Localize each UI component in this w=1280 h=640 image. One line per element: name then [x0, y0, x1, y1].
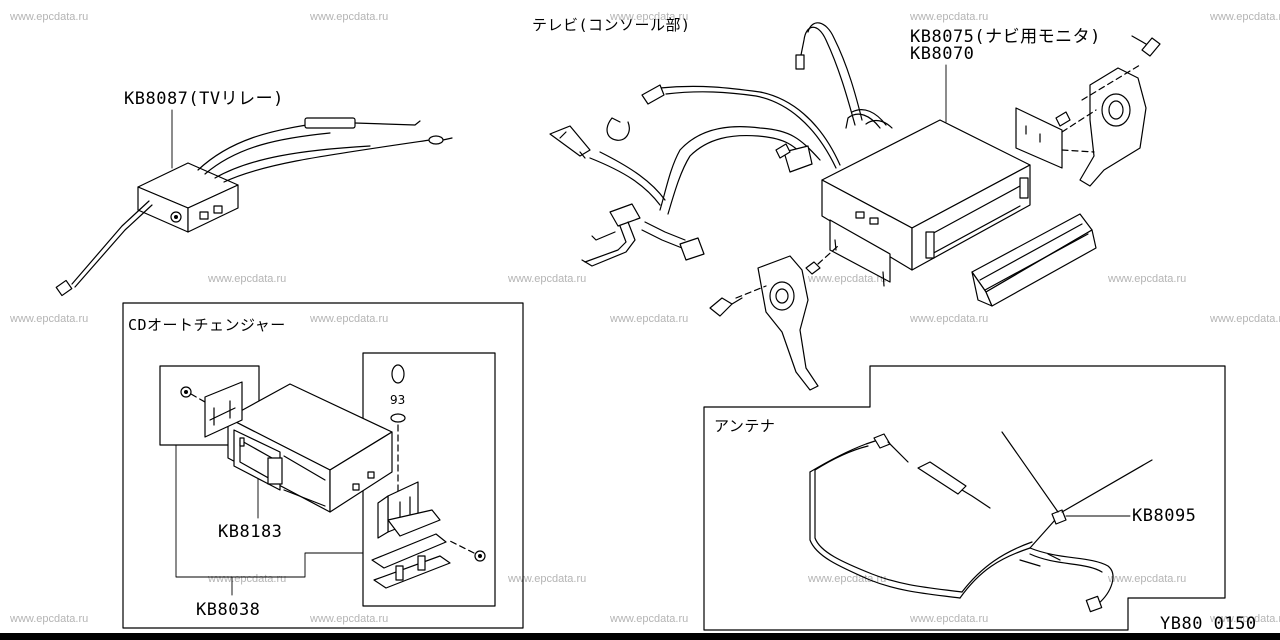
cd-changer-unit[interactable] [227, 383, 393, 513]
antenna-title: アンテナ [714, 417, 776, 435]
watermark: www.epcdata.ru [808, 573, 887, 585]
watermark: www.epcdata.ru [508, 573, 587, 585]
cd-bracket[interactable] [180, 381, 243, 438]
bottom-rule [0, 633, 1280, 640]
antenna-assembly[interactable] [809, 431, 1153, 613]
navi-monitor-unit[interactable] [821, 119, 1031, 287]
watermark: www.epcdata.ru [910, 11, 989, 23]
watermark: www.epcdata.ru [1108, 273, 1187, 285]
watermark: www.epcdata.ru [1108, 573, 1187, 585]
watermark: www.epcdata.ru [10, 613, 89, 625]
watermark: www.epcdata.ru [508, 273, 587, 285]
diagram-code: YB80 0150 [1160, 614, 1257, 634]
rear-mount-bracket[interactable] [1015, 35, 1161, 187]
watermark: www.epcdata.ru [808, 273, 887, 285]
antenna-frame [703, 365, 1226, 631]
part-label-kb8095: KB8095 [1132, 506, 1197, 526]
watermark: www.epcdata.ru [208, 573, 287, 585]
watermark: www.epcdata.ru [1210, 11, 1280, 23]
watermark: www.epcdata.ru [610, 11, 689, 23]
front-mount-bracket[interactable] [709, 245, 839, 391]
watermark: www.epcdata.ru [310, 313, 389, 325]
cd-changer-title: CDオートチェンジャー [128, 316, 286, 334]
watermark: www.epcdata.ru [310, 613, 389, 625]
watermark: www.epcdata.ru [208, 273, 287, 285]
cd-changer-frame [122, 302, 524, 629]
part-label-kb8183: KB8183 [218, 522, 283, 542]
watermark: www.epcdata.ru [910, 313, 989, 325]
part-label-kb8087: KB8087(TVリレー) [124, 89, 284, 109]
monitor-face-panel[interactable] [971, 213, 1097, 307]
watermark: www.epcdata.ru [310, 11, 389, 23]
watermark: www.epcdata.ru [610, 313, 689, 325]
kb8038-leader [175, 444, 364, 578]
tv-console-header: テレビ(コンソール部) [532, 16, 691, 34]
tv-wiring-harness[interactable] [549, 22, 893, 267]
part-label-kb8075: KB8075(ナビ用モニタ) [910, 27, 1101, 47]
watermark: www.epcdata.ru [10, 313, 89, 325]
part-label-kb8070: KB8070 [910, 44, 975, 64]
watermark: www.epcdata.ru [10, 11, 89, 23]
watermark: www.epcdata.ru [610, 613, 689, 625]
cd-mount-parts[interactable]: 93 [371, 364, 486, 589]
watermark: www.epcdata.ru [1210, 313, 1280, 325]
svg-text:93: 93 [390, 393, 405, 407]
tv-relay-unit[interactable] [55, 117, 453, 297]
watermark: www.epcdata.ru [910, 613, 989, 625]
part-label-kb8038: KB8038 [196, 600, 261, 620]
watermark: www.epcdata.ru [1210, 613, 1280, 625]
